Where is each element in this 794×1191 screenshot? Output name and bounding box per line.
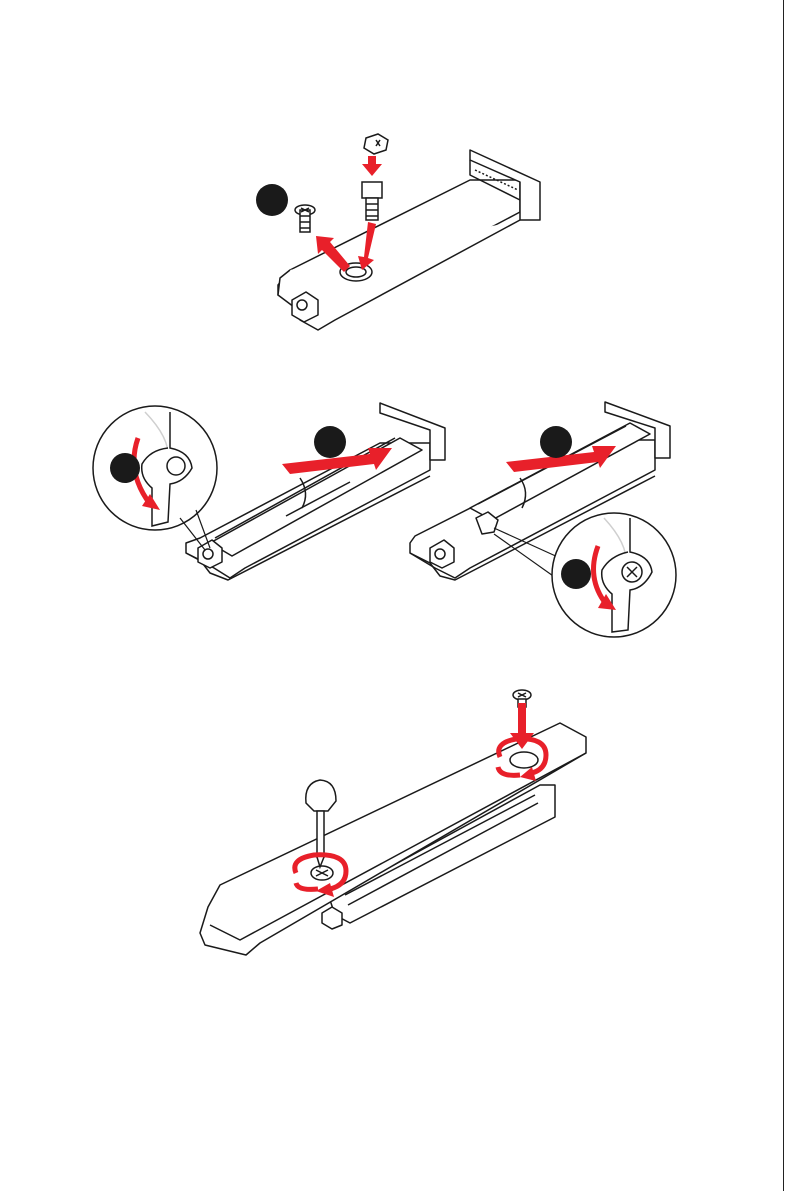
latch-zoom-right (552, 513, 676, 637)
standoff-icon (362, 134, 388, 220)
screw-icon (295, 205, 315, 232)
figure-insert-and-latch (0, 398, 794, 638)
step-badge (256, 184, 288, 216)
figure-remove-standoff (0, 120, 794, 340)
latch-zoom-left (93, 406, 217, 550)
step-badge-left-1 (314, 426, 346, 458)
step-badge-right-1 (540, 426, 572, 458)
figure-screw-heatsink (0, 685, 794, 975)
